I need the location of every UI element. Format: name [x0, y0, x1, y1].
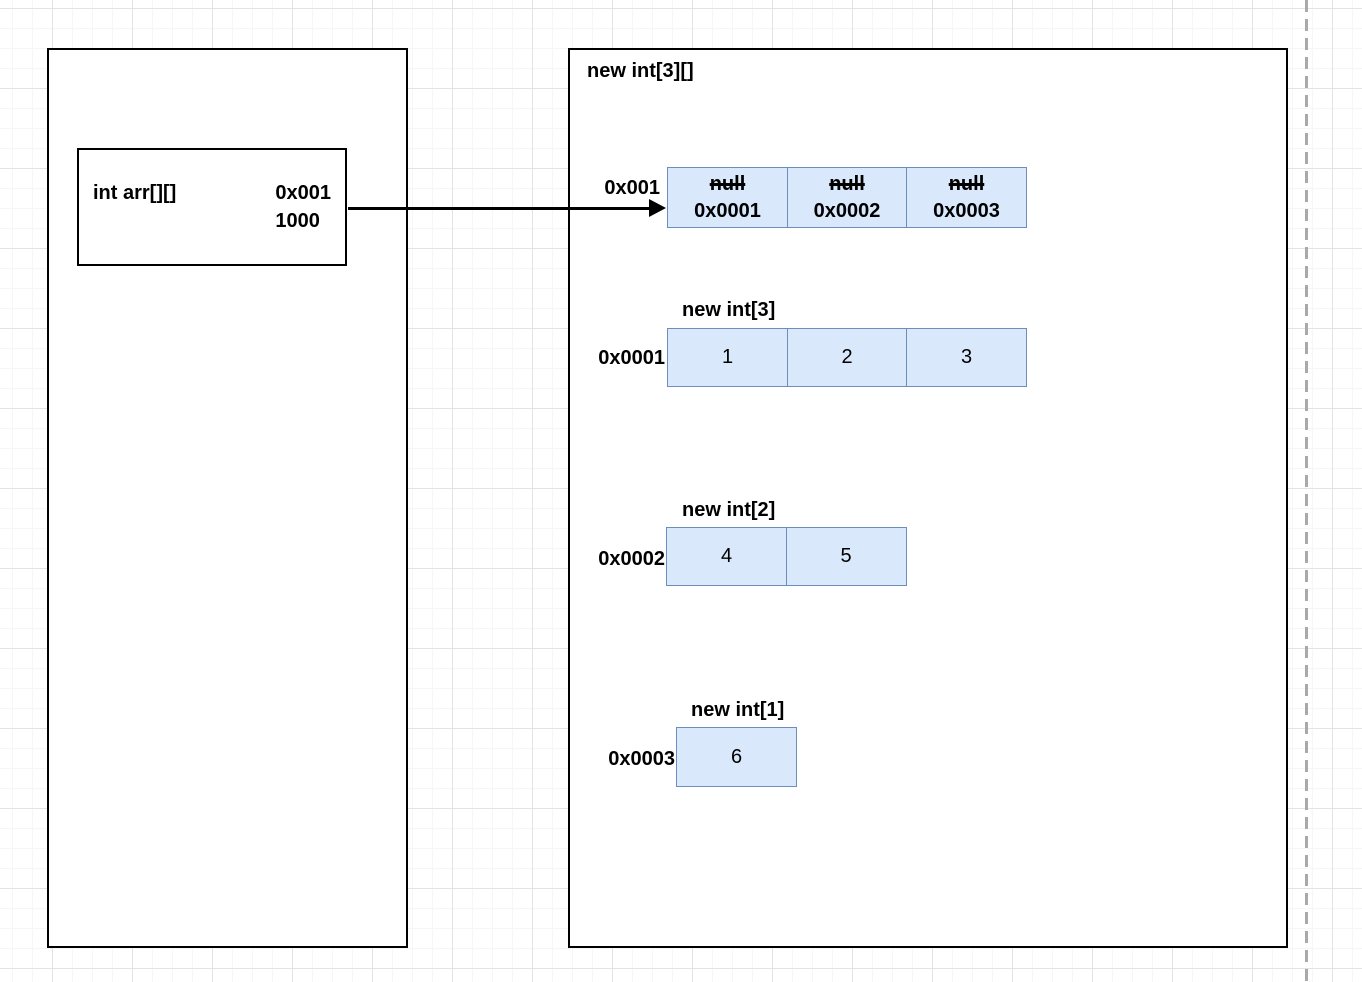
array-row-title: new int[1]: [691, 699, 785, 721]
reference-arrow-line: [348, 207, 650, 210]
old-value: null: [948, 172, 985, 195]
old-value: null: [709, 172, 746, 195]
heap-title: new int[3][]: [587, 60, 694, 82]
array-cell: 1: [667, 328, 788, 387]
array-cell: null 0x0003: [906, 167, 1027, 228]
array-cell: 2: [786, 328, 908, 387]
row-address-label: 0x0001: [598, 347, 665, 369]
array-row-title: new int[3]: [682, 299, 776, 321]
cell-value: 0x0001: [694, 199, 761, 222]
page-boundary-divider: [1305, 0, 1308, 982]
stack-frame-box: int arr[][] 0x001 1000: [47, 48, 408, 948]
cell-value: 1: [721, 346, 734, 368]
array-cell: 4: [666, 527, 787, 586]
cell-value: 6: [730, 745, 743, 768]
heap-box: new int[3][] 0x001 null 0x0001 null 0x00…: [568, 48, 1288, 948]
row-address-label: 0x0002: [598, 548, 665, 570]
array-reference-box: int arr[][] 0x001 1000: [77, 148, 347, 266]
cell-value: 4: [720, 545, 733, 567]
old-value: null: [829, 172, 865, 195]
pointer-secondary-value: 1000: [275, 210, 320, 232]
pointer-address-value: 0x001: [275, 182, 331, 204]
array-row-title: new int[2]: [682, 499, 776, 521]
array-row: null 0x0001 null 0x0002 null 0x0003: [667, 167, 1027, 228]
cell-value: 0x0002: [813, 199, 881, 222]
array-cell: 6: [676, 727, 797, 787]
reference-arrow-head-icon: [649, 199, 666, 217]
cell-value: 3: [960, 346, 973, 368]
array-cell: 3: [906, 328, 1027, 387]
array-variable-label: int arr[][]: [93, 182, 177, 204]
array-cell: 5: [785, 527, 907, 586]
row-address-label: 0x0003: [608, 748, 675, 770]
cell-value: 2: [841, 346, 853, 368]
cell-value: 5: [840, 545, 852, 567]
array-row: 6: [676, 727, 797, 787]
cell-value: 0x0003: [933, 199, 1000, 222]
row-address-label: 0x001: [604, 177, 660, 199]
array-cell: null 0x0001: [667, 167, 788, 228]
array-row: 4 5: [666, 527, 907, 586]
array-cell: null 0x0002: [786, 167, 908, 228]
array-row: 1 2 3: [667, 328, 1027, 387]
